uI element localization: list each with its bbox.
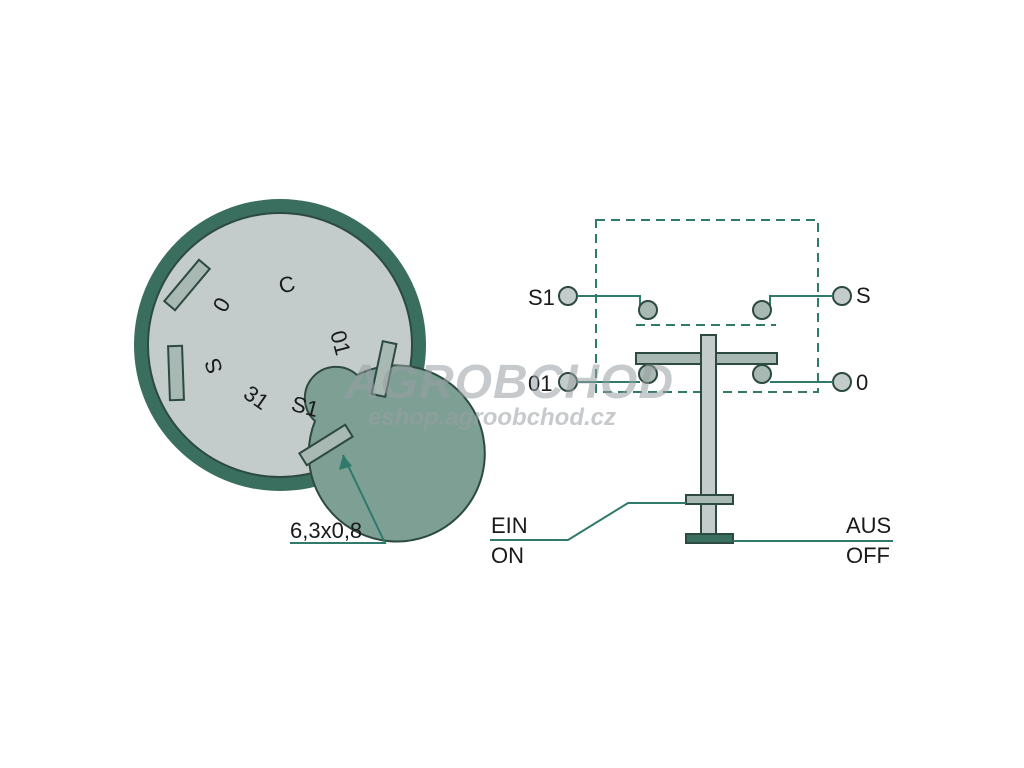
inner-disc	[303, 364, 486, 543]
switch-face: C 0 S 31 S1 01 6,3x0,8	[134, 199, 486, 544]
terminal-label-s: S	[856, 283, 871, 308]
label-on: ON	[491, 543, 524, 568]
label-ein: EIN	[491, 513, 528, 538]
ein-leader-line	[490, 502, 686, 541]
wire-s1	[577, 295, 641, 306]
label-aus: AUS	[846, 513, 891, 538]
schematic: S1 S 01 0 EIN ON AUS OFF	[490, 219, 893, 568]
terminal-label-s1: S1	[528, 285, 555, 310]
terminal-blade-left	[167, 344, 185, 402]
dimension-arrow-icon	[339, 455, 352, 470]
contact-upper-right	[752, 300, 772, 320]
watermark-url: eshop.agroobchod.cz	[368, 404, 616, 431]
dimension-label: 6,3x0,8	[290, 518, 362, 543]
terminal-label-01: 01	[528, 371, 552, 396]
plunger-shaft	[700, 334, 717, 496]
terminal-blade-top-left	[162, 258, 212, 312]
watermark-brand: AGROBCHOD	[344, 356, 674, 409]
wire-s	[769, 295, 833, 306]
terminal-0-circle	[832, 372, 852, 392]
watermark: AGROBCHOD eshop.agroobchod.cz	[344, 356, 674, 431]
terminal-label-0: 0	[856, 370, 868, 395]
contact-lower-right	[752, 364, 772, 384]
housing-dashed-box	[595, 219, 819, 393]
dimension-leader-line	[290, 454, 387, 544]
label-off: OFF	[846, 543, 890, 568]
plunger-base	[685, 533, 734, 544]
plunger-lower	[700, 503, 717, 535]
terminal-blade-right	[370, 339, 398, 399]
terminal-s1-circle	[558, 286, 578, 306]
contact-upper-left	[638, 300, 658, 320]
terminal-blade-bottom-right	[298, 423, 354, 467]
terminal-s-circle	[832, 286, 852, 306]
plunger-collar	[685, 494, 734, 505]
position-label-c: C	[276, 270, 298, 298]
